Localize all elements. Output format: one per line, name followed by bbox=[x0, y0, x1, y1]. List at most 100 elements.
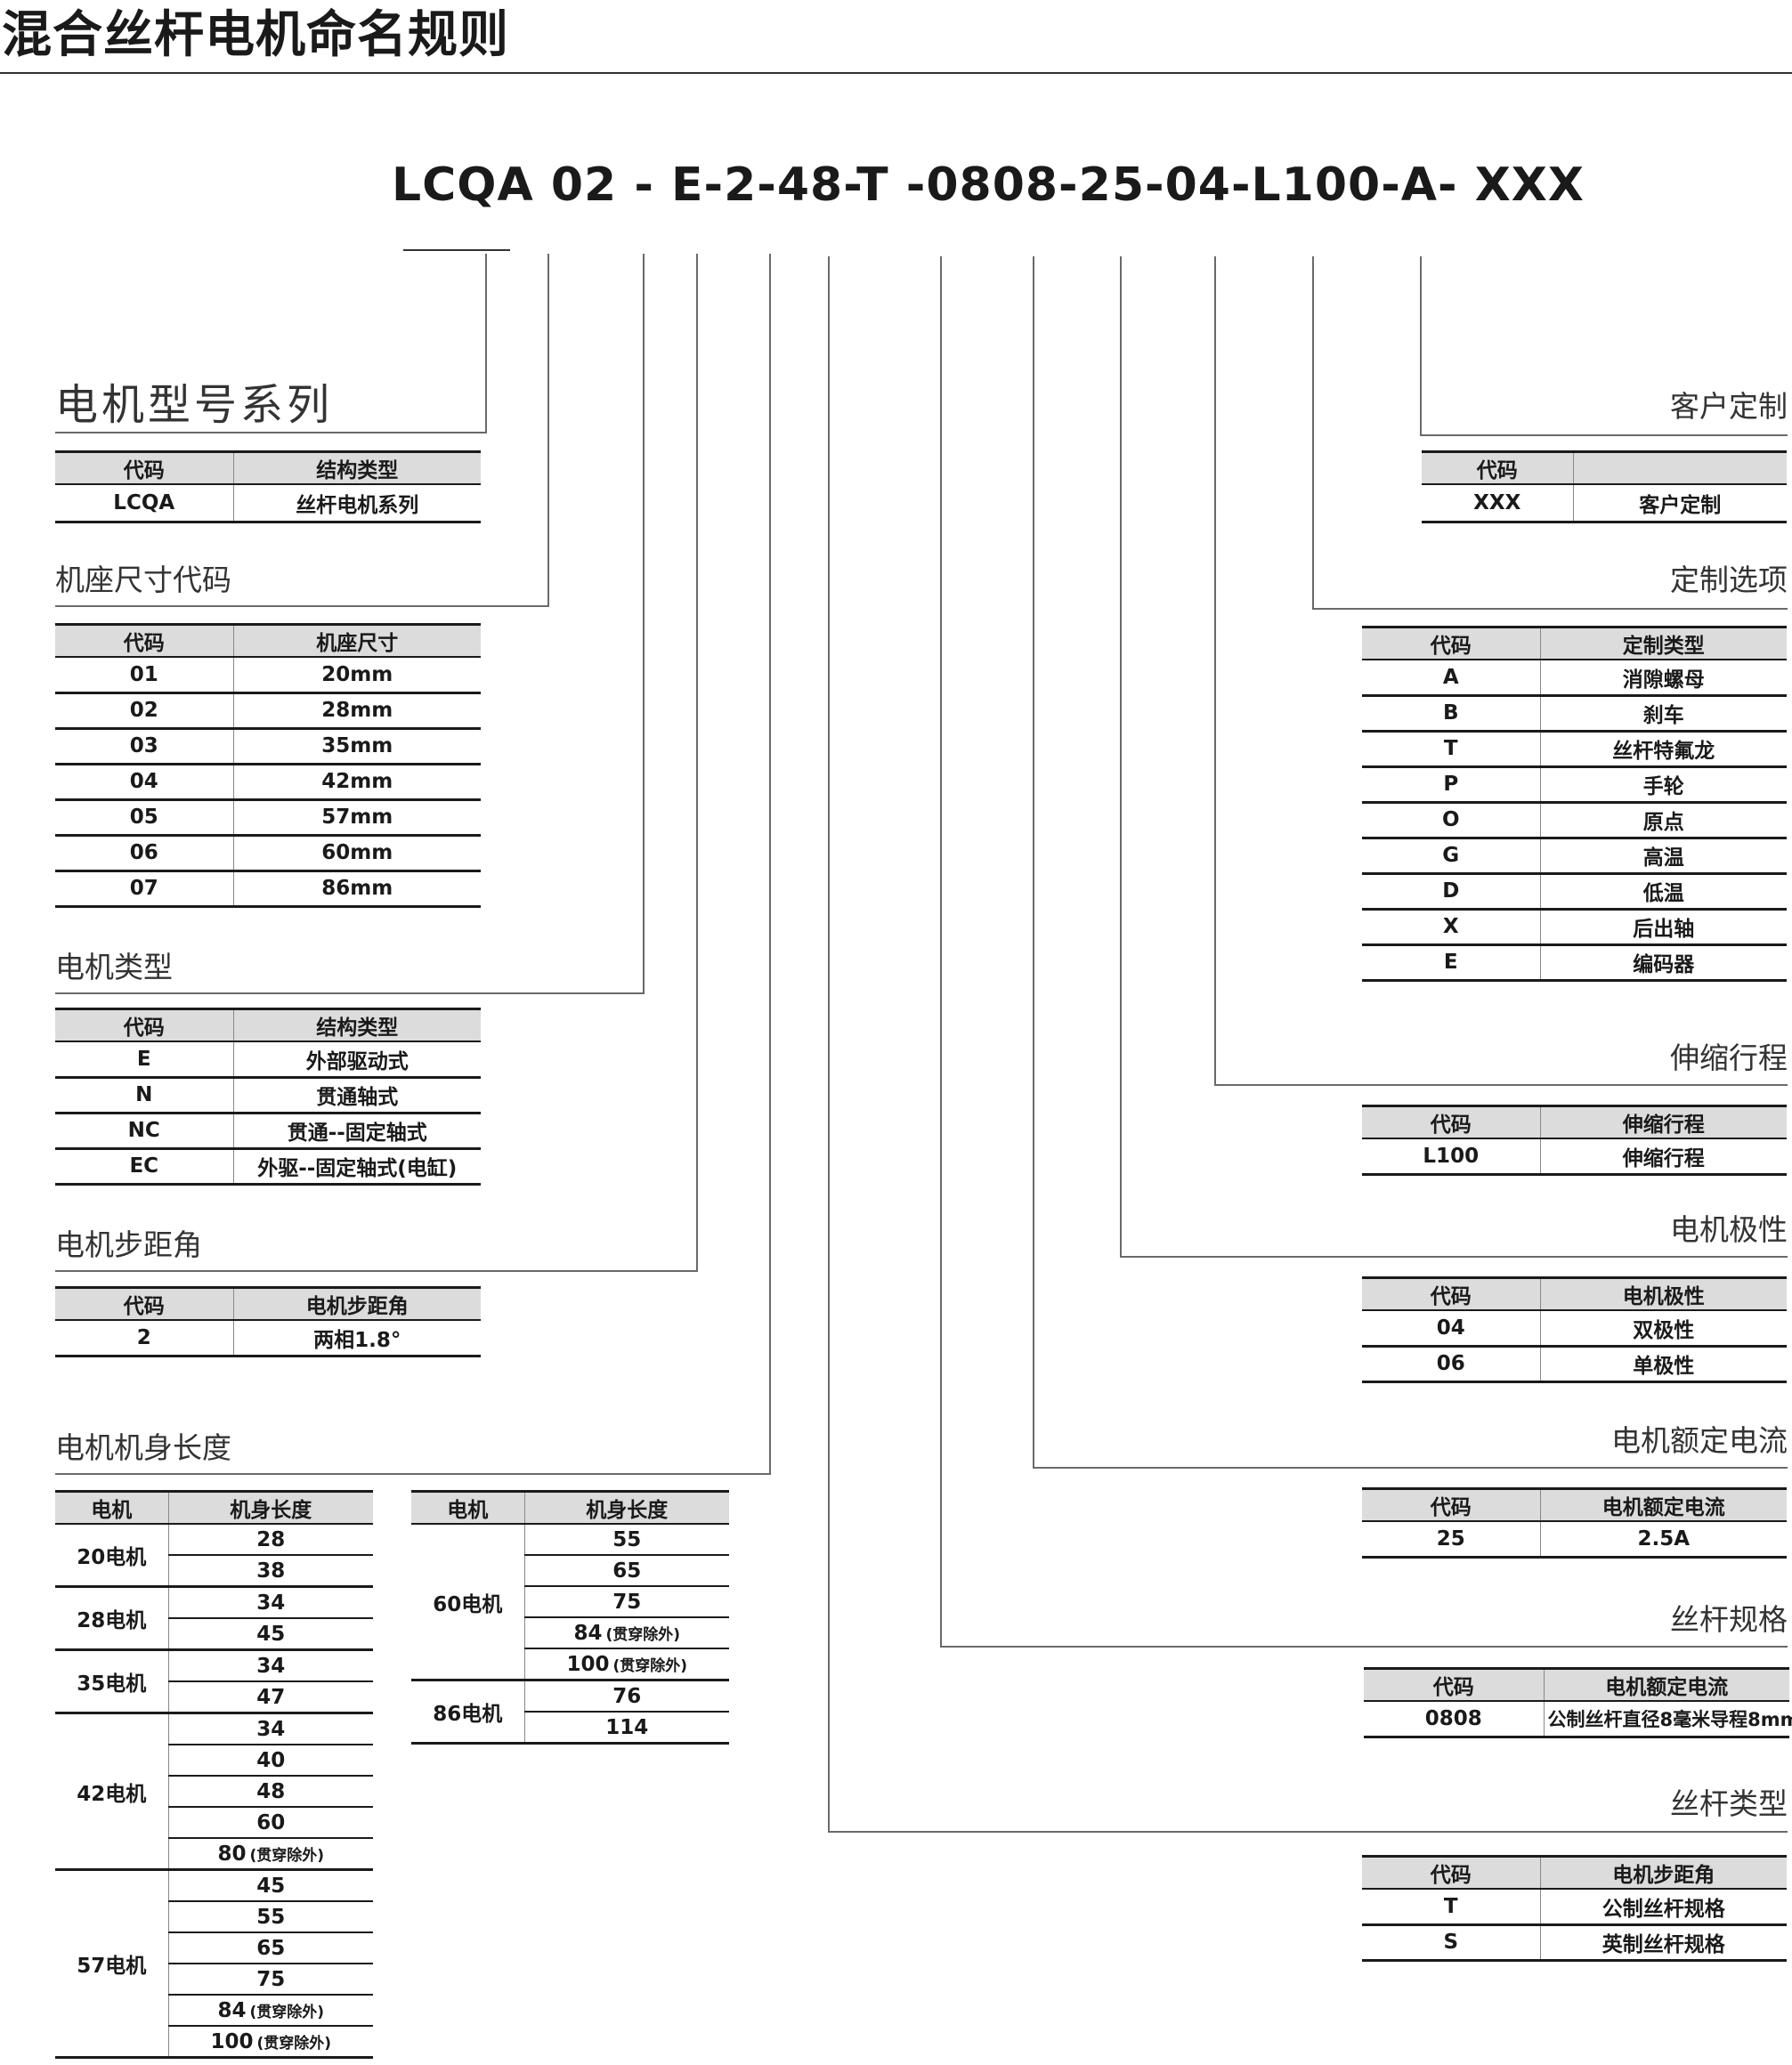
table-row: 65 bbox=[55, 1932, 373, 1964]
table-row: 100(贯穿除外) bbox=[411, 1648, 729, 1681]
section-title-custom-options: 定制选项 bbox=[1670, 563, 1788, 597]
connector-polarity bbox=[1120, 256, 1122, 1258]
value-cell: 英制丝杆规格 bbox=[1539, 1924, 1787, 1962]
table-row: 75 bbox=[411, 1586, 729, 1618]
connector-length-h bbox=[55, 1473, 771, 1475]
value-cell: 42mm bbox=[232, 764, 481, 801]
code-cell: L100 bbox=[1362, 1138, 1540, 1176]
table-row: 38 bbox=[55, 1555, 373, 1588]
code-cell: 02 bbox=[55, 692, 233, 730]
value-cell: 贯通轴式 bbox=[232, 1077, 481, 1114]
length-cell: 100(贯穿除外) bbox=[524, 1648, 729, 1681]
length-value: 34 bbox=[256, 1654, 286, 1678]
table-row: 35电机 34 bbox=[55, 1649, 373, 1714]
table-row: 84(贯穿除外) bbox=[411, 1617, 729, 1649]
col-header: 结构类型 bbox=[232, 450, 481, 485]
value-cell: 低温 bbox=[1539, 873, 1787, 911]
connector-frame bbox=[547, 254, 549, 607]
col-header: 代码 bbox=[1422, 450, 1573, 485]
connector-screw-type-h bbox=[828, 1831, 1788, 1833]
length-cell: 76 bbox=[523, 1680, 729, 1713]
length-note: (贯穿除外) bbox=[256, 2034, 332, 2053]
length-cell: 34 bbox=[167, 1713, 373, 1745]
value-cell: 消隙螺母 bbox=[1539, 660, 1787, 697]
code-cell: XXX bbox=[1422, 484, 1573, 523]
length-value: 84 bbox=[217, 1998, 247, 2022]
col-header: 电机极性 bbox=[1539, 1276, 1787, 1311]
connector-step-h bbox=[55, 1270, 698, 1272]
value-cell: 单极性 bbox=[1539, 1346, 1787, 1383]
value-cell: 公制丝杆直径8毫米导程8mm bbox=[1543, 1701, 1792, 1738]
col-header: 电机 bbox=[55, 1490, 168, 1525]
connector-polarity-h bbox=[1120, 1256, 1788, 1258]
table-row: 65 bbox=[411, 1555, 729, 1587]
col-header: 伸缩行程 bbox=[1539, 1105, 1787, 1139]
length-value: 65 bbox=[612, 1559, 642, 1583]
length-value: 84 bbox=[573, 1621, 603, 1645]
code-cell: 03 bbox=[55, 728, 233, 765]
col-header: 代码 bbox=[1362, 1276, 1540, 1311]
col-header: 代码 bbox=[55, 450, 233, 485]
length-value: 47 bbox=[256, 1685, 286, 1709]
length-value: 55 bbox=[612, 1527, 642, 1551]
length-note: (贯穿除外) bbox=[249, 1846, 325, 1865]
length-cell: 55 bbox=[523, 1524, 729, 1556]
code-cell: T bbox=[1362, 1889, 1540, 1926]
code-cell: 06 bbox=[55, 835, 233, 872]
code-cell: 07 bbox=[55, 871, 233, 908]
length-value: 40 bbox=[256, 1748, 286, 1772]
value-cell: 原点 bbox=[1539, 802, 1787, 839]
code-cell: 06 bbox=[1362, 1346, 1540, 1383]
value-cell: 公制丝杆规格 bbox=[1539, 1889, 1787, 1926]
code-cell: E bbox=[55, 1041, 233, 1079]
col-header: 机身长度 bbox=[523, 1490, 729, 1525]
length-value: 45 bbox=[256, 1622, 286, 1646]
section-title-polarity: 电机极性 bbox=[1670, 1212, 1788, 1247]
value-cell: 28mm bbox=[232, 692, 481, 730]
value-cell: 两相1.8° bbox=[232, 1320, 481, 1357]
table-row: 114 bbox=[411, 1712, 729, 1745]
section-title-screw-spec: 丝杆规格 bbox=[1670, 1602, 1788, 1637]
value-cell: 伸缩行程 bbox=[1539, 1138, 1787, 1176]
motor-size-cell: 42电机 bbox=[55, 1713, 169, 1871]
table-row: 60 bbox=[55, 1807, 373, 1839]
connector-stroke-h bbox=[1214, 1084, 1788, 1086]
connector-customer bbox=[1420, 256, 1422, 436]
length-cell: 28 bbox=[167, 1524, 373, 1556]
value-cell: 20mm bbox=[232, 657, 481, 694]
col-header bbox=[1572, 450, 1787, 485]
motor-size-cell: 35电机 bbox=[55, 1649, 169, 1714]
length-cell: 45 bbox=[167, 1869, 373, 1902]
length-value: 100 bbox=[566, 1652, 610, 1676]
code-cell: O bbox=[1362, 802, 1540, 839]
table-row: 75 bbox=[55, 1964, 373, 1996]
col-header: 电机 bbox=[411, 1490, 524, 1525]
value-cell: 高温 bbox=[1539, 838, 1787, 875]
length-value: 65 bbox=[256, 1936, 286, 1960]
length-cell: 48 bbox=[168, 1776, 373, 1808]
connector-options-h bbox=[1312, 608, 1788, 610]
value-cell: 60mm bbox=[232, 835, 481, 872]
page-title: 混合丝杆电机命名规则 bbox=[2, 6, 509, 64]
value-cell: 2.5A bbox=[1539, 1521, 1787, 1559]
col-header: 电机步距角 bbox=[1539, 1855, 1787, 1890]
